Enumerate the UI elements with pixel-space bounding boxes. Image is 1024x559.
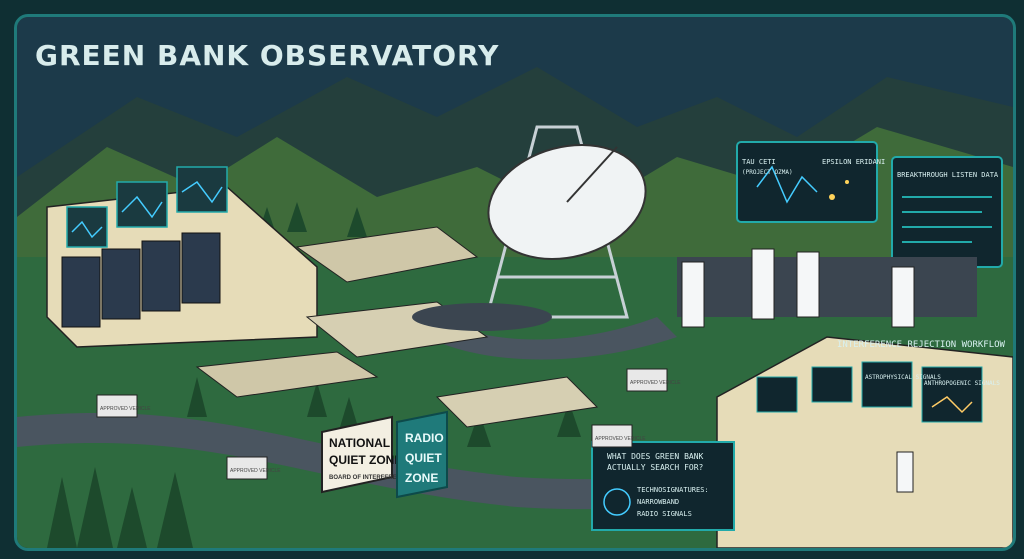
national-sign-l2: QUIET ZONE — [329, 453, 402, 467]
national-sign-l1: NATIONAL — [329, 436, 390, 450]
billboard-answer-l3: RADIO SIGNALS — [637, 510, 692, 518]
trees — [47, 202, 581, 548]
control-room — [677, 141, 1003, 317]
tau-ceti-label: TAU CETI — [742, 158, 776, 166]
tau-ceti-sub: (PROJECT OZMA) — [742, 169, 793, 176]
radio-sign-l3: ZONE — [405, 471, 438, 485]
truck-label-1: APPROVED VEHICLE — [100, 406, 151, 412]
billboard: WHAT DOES GREEN BANK ACTUALLY SEARCH FOR… — [591, 441, 735, 531]
telescope — [412, 125, 647, 331]
national-quiet-zone-sign: NATIONAL QUIET ZONE BOARD OF INTERFERENC… — [321, 415, 409, 494]
workflow-title: INTERFERENCE REJECTION WORKFLOW — [837, 340, 1006, 350]
epsilon-eridani-label: EPSILON ERIDANI — [822, 158, 885, 166]
radio-quiet-zone-sign: RADIO QUIET ZONE — [396, 410, 448, 499]
radio-sign-l1: RADIO — [405, 431, 444, 445]
workflow-building — [716, 336, 1013, 548]
radio-sign-l2: QUIET — [405, 451, 442, 465]
data-center — [46, 166, 318, 348]
truck-label-2: APPROVED VEHICLE — [230, 468, 281, 474]
truck-label-3: APPROVED VEHICLE — [630, 380, 681, 386]
billboard-question-l1: WHAT DOES GREEN BANK — [607, 452, 704, 461]
scientists — [681, 248, 915, 493]
anthro-signals: ANTHROPOGENIC SIGNALS — [924, 380, 1000, 387]
road-telescope — [427, 317, 677, 360]
billboard-answer-l1: TECHNOSIGNATURES: — [637, 486, 709, 494]
page-title: GREEN BANK OBSERVATORY — [35, 39, 500, 72]
national-sign-sub: BOARD OF INTERFERENCE — [329, 475, 409, 481]
breakthrough-label: BREAKTHROUGH LISTEN DATA — [897, 171, 999, 179]
trucks: APPROVED VEHICLE APPROVED VEHICLE APPROV… — [96, 368, 681, 480]
astro-signals: ASTROPHYSICAL SIGNALS — [865, 374, 941, 381]
billboard-answer-l2: NARROWBAND — [637, 498, 679, 506]
truck-label-4: APPROVED VEHICLE — [595, 436, 646, 442]
billboard-question-l2: ACTUALLY SEARCH FOR? — [607, 463, 704, 472]
illustration-frame: NATIONAL QUIET ZONE BOARD OF INTERFERENC… — [14, 14, 1016, 551]
observatory-scene: NATIONAL QUIET ZONE BOARD OF INTERFERENC… — [17, 17, 1013, 548]
antenna-icon — [603, 488, 631, 516]
